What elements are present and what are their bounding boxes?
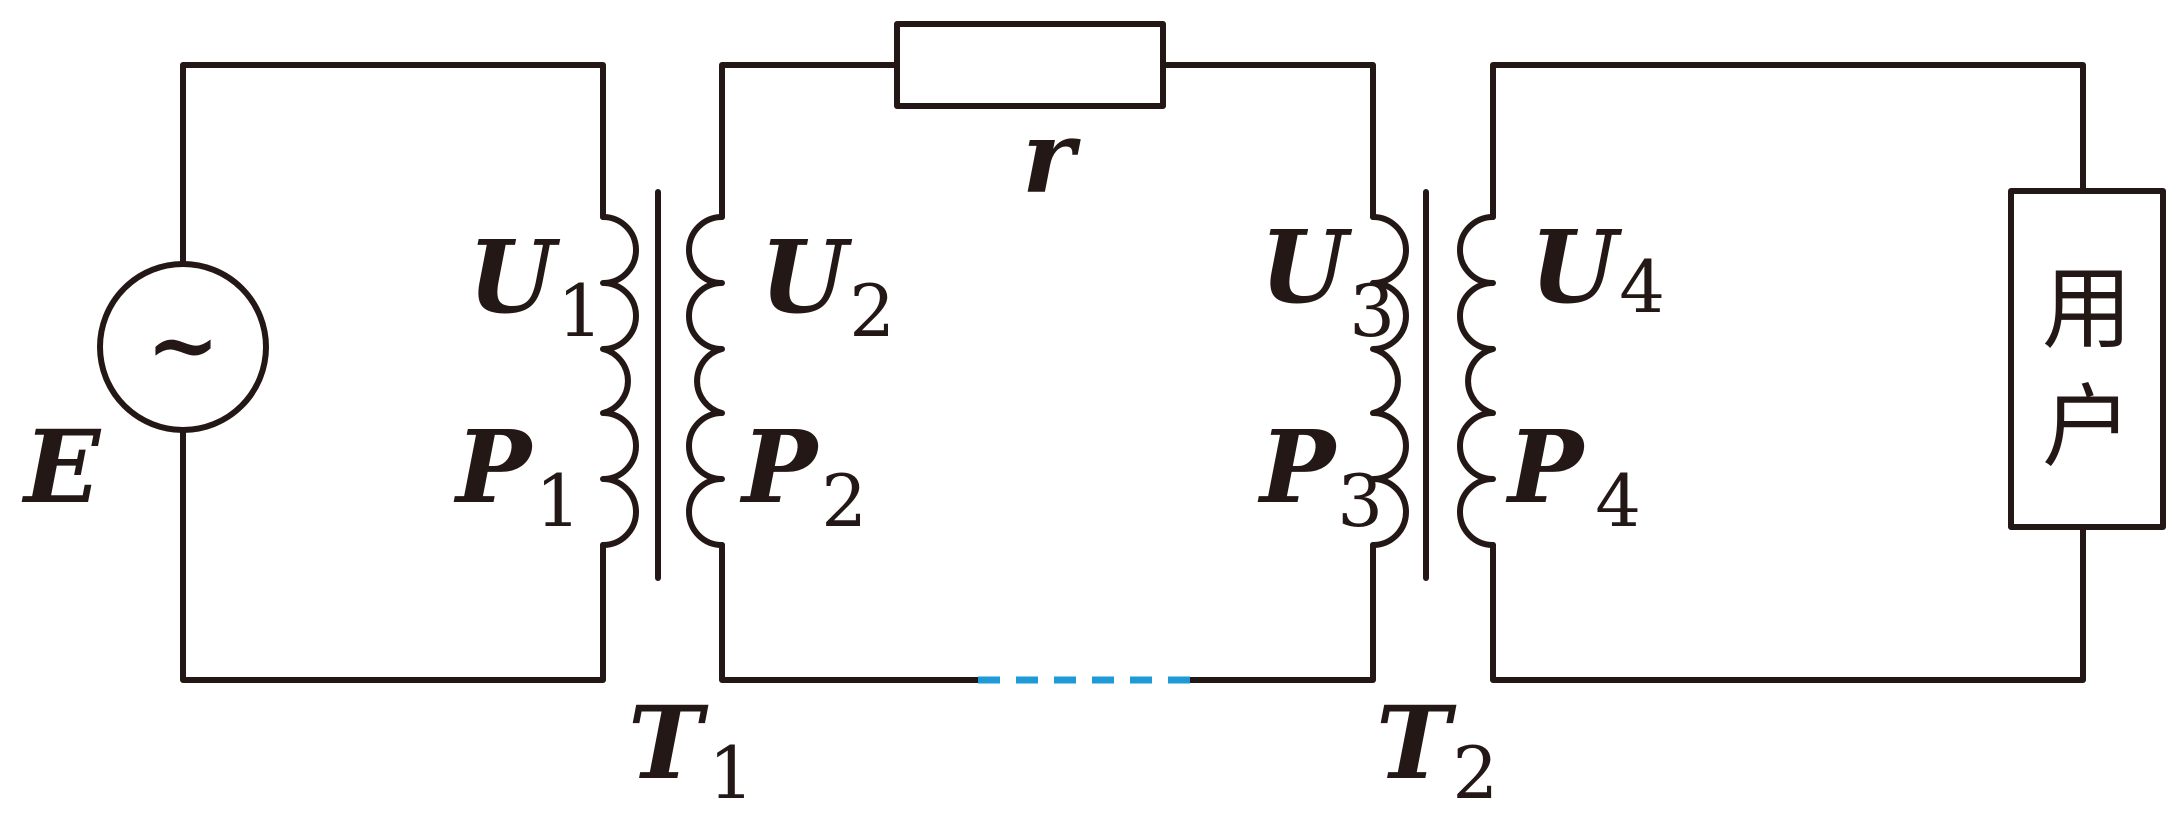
user-loop-wire [1490, 62, 2086, 683]
source-label-e: E [21, 408, 102, 526]
label-t1: T1 [628, 684, 754, 815]
user-load-box [2008, 188, 2166, 530]
t1-primary-coil [600, 214, 639, 548]
label-u4: U4 [1530, 208, 1665, 329]
ac-source [97, 261, 269, 433]
user-load-label-2: 户 [2042, 375, 2132, 480]
t1-secondary-coil [686, 214, 725, 548]
label-p3: P3 [1257, 408, 1383, 543]
transmission-line-bottom-left [719, 542, 981, 683]
transmission-line-bottom-right [1187, 542, 1376, 683]
transmission-line-top-right [1160, 62, 1376, 220]
t2-primary-coil [1370, 214, 1409, 548]
label-u2: U2 [760, 218, 895, 353]
t2-secondary-coil [1457, 214, 1496, 548]
label-p1: P1 [453, 408, 581, 543]
transmission-line-top-left [719, 62, 900, 220]
label-u1: U1 [468, 218, 603, 353]
label-t2: T2 [1376, 684, 1498, 815]
resistor-r [894, 21, 1166, 109]
resistor-label-r: r [1022, 98, 1081, 216]
label-p2: P2 [739, 408, 867, 543]
ac-source-symbol: ~ [146, 292, 220, 396]
user-load-label-1: 用 [2042, 257, 2132, 362]
label-u3: U3 [1260, 208, 1395, 353]
source-loop-wire [180, 62, 606, 683]
